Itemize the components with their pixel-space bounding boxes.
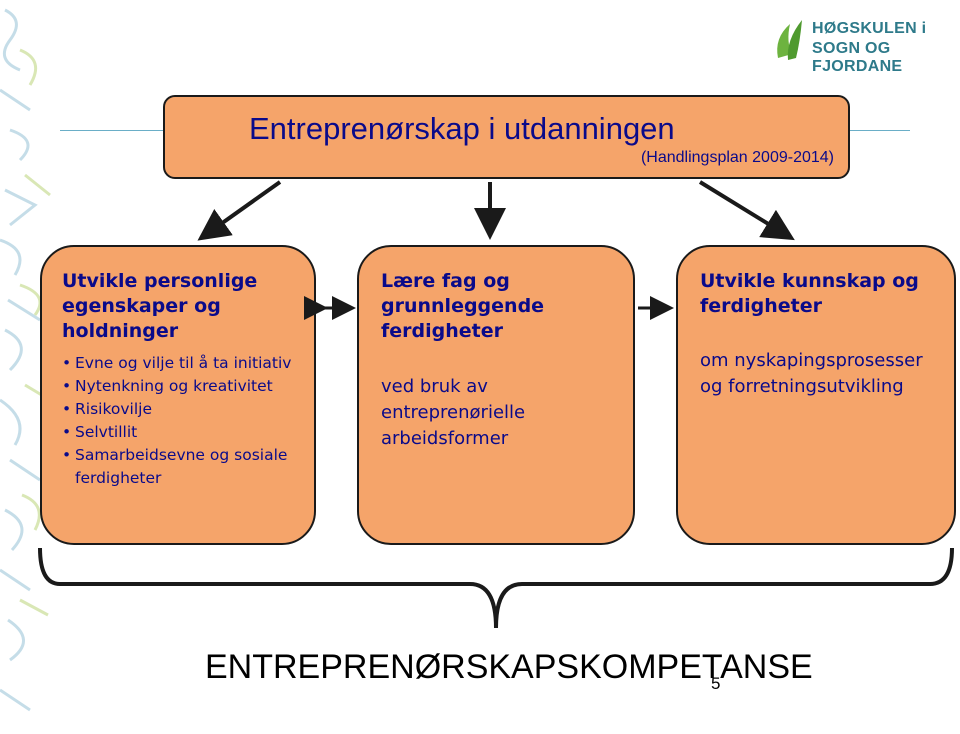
page-number: 5 [711,674,721,693]
accent-line-left [60,130,163,131]
accent-line-right [850,130,910,131]
box-heading: Utvikle personlige egenskaper og holdnin… [62,270,258,342]
bullet-item: Risikovilje [62,398,314,421]
bullet-item: Evne og vilje til å ta initiativ [62,352,314,375]
bullet-item: Selvtillit [62,421,314,444]
bullet-item: Nytenkning og kreativitet [62,375,314,398]
box-knowledge-skills: Utvikle kunnskap og ferdigheter om nyska… [676,245,956,545]
box-personal-qualities: Utvikle personlige egenskaper og holdnin… [40,245,316,545]
box-body: om nyskapingsprosesser og forretningsutv… [700,350,923,397]
curly-brace [38,547,954,629]
box-heading: Utvikle kunnskap og ferdigheter [700,270,919,317]
logo-text-line1: HØGSKULEN i [812,20,927,37]
leaf-logo-icon [777,20,802,60]
diagram-title: Entreprenørskap i utdanningen [249,111,675,146]
bullet-list: Evne og vilje til å ta initiativ Nytenkn… [62,352,314,490]
bullet-item: Samarbeidsevne og sosiale ferdigheter [62,444,314,490]
arrow-title-to-box1 [197,180,282,241]
arrow-title-to-box3 [698,180,795,241]
box-subjects-skills: Lære fag og grunnleggende ferdigheter ve… [357,245,635,545]
decorative-side-pattern [0,8,51,712]
school-logo: HØGSKULEN i SOGN OG FJORDANE [772,14,952,75]
box-body: ved bruk av entreprenørielle arbeidsform… [381,376,526,449]
diagram-subtitle: (Handlingsplan 2009-2014) [640,149,834,166]
box-heading: Lære fag og grunnleggende ferdigheter [381,270,545,342]
logo-text-line2: SOGN OG FJORDANE [812,40,903,75]
title-box: Entreprenørskap i utdanningen (Handlings… [163,95,850,179]
competence-title: ENTREPRENØRSKAPSKOMPETANSE [205,648,813,686]
